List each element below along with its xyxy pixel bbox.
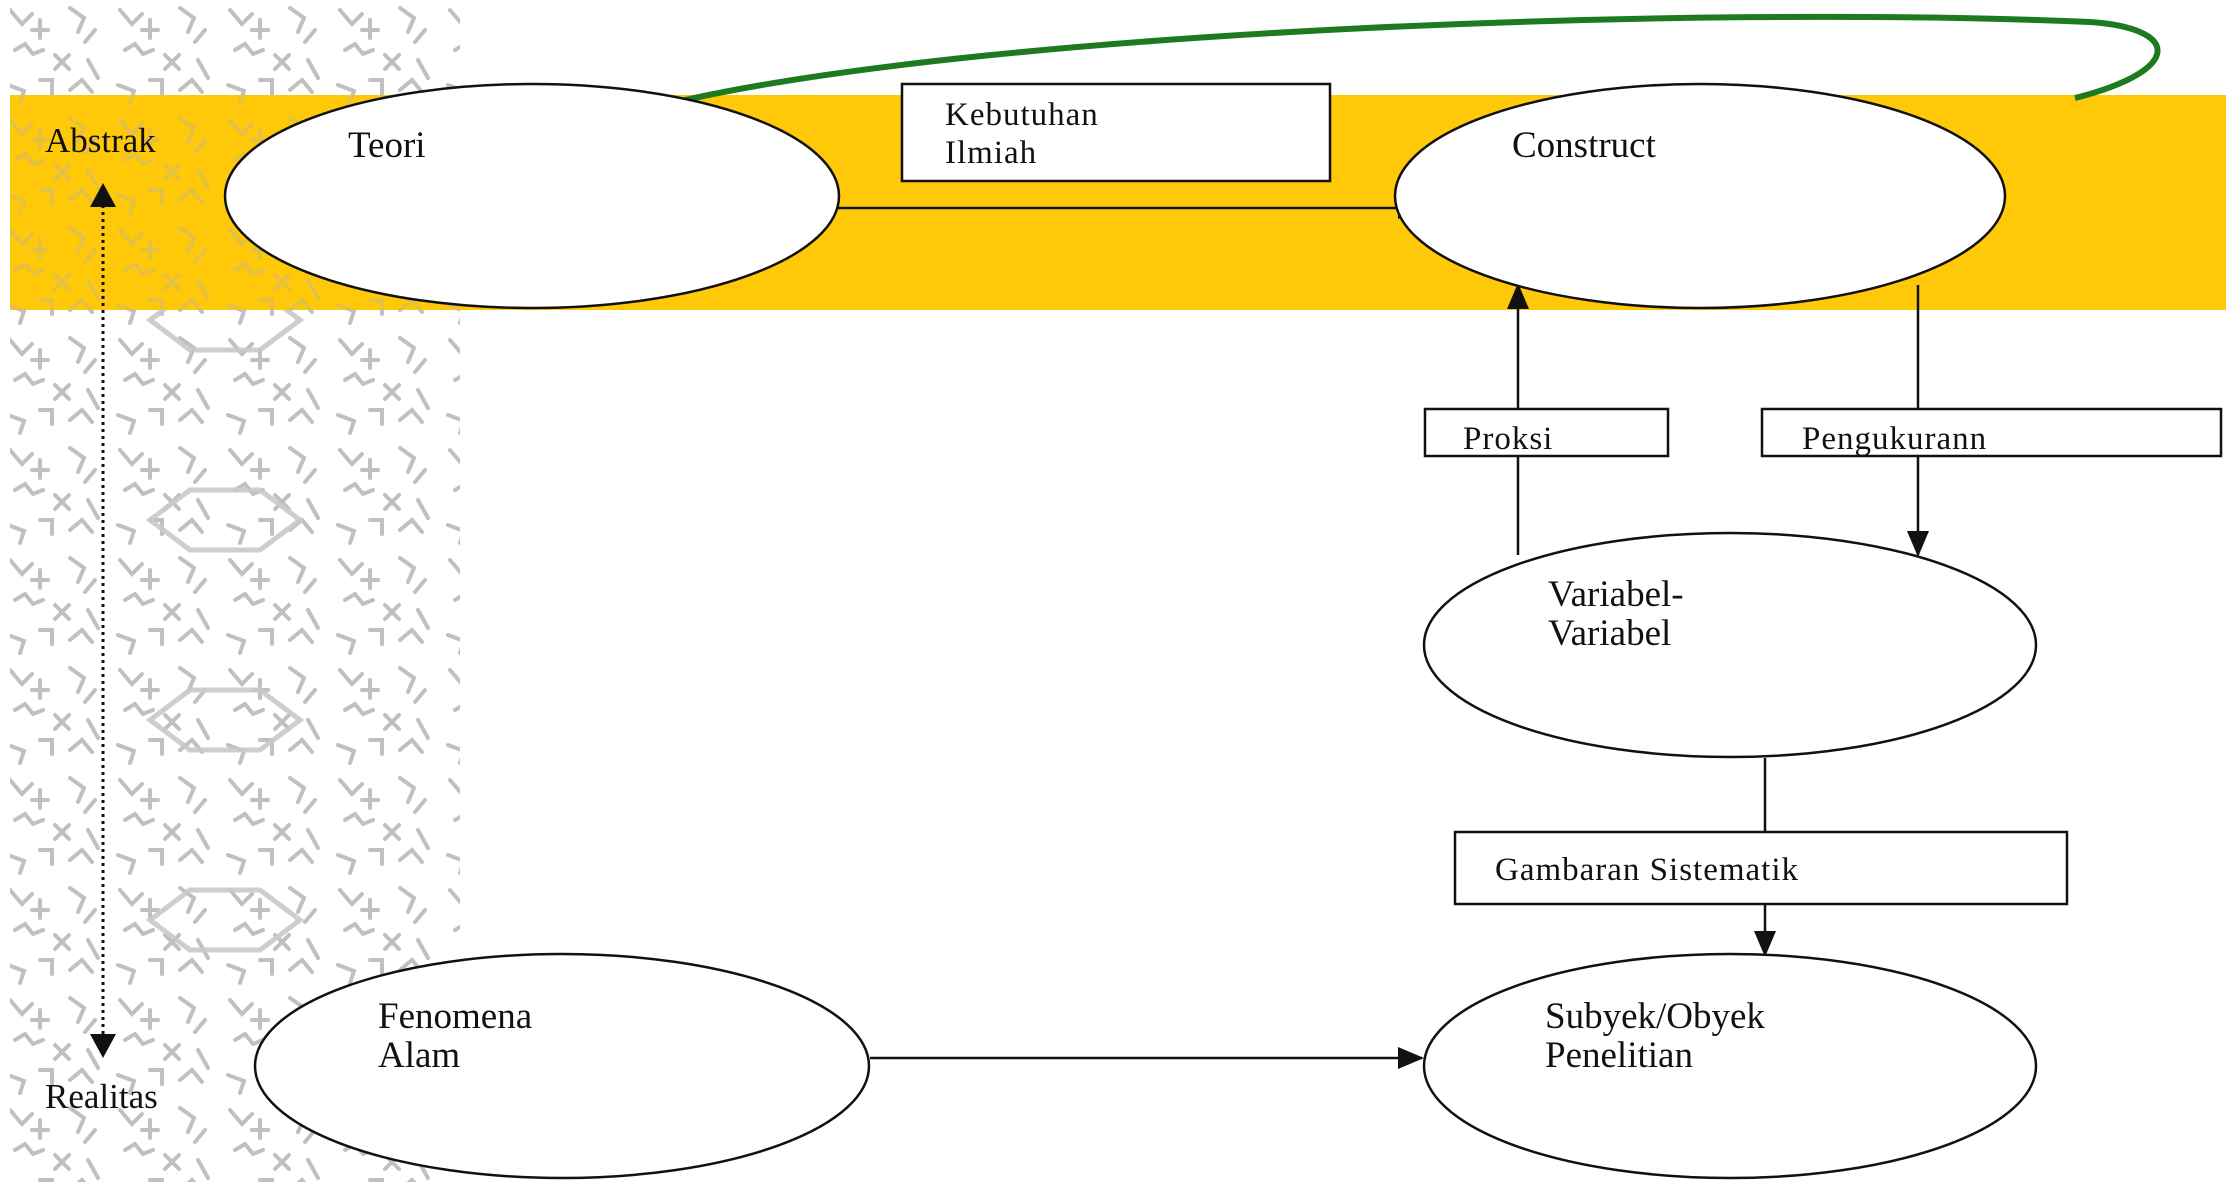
edge-label-gambaran-text: Gambaran Sistematik [1495, 852, 1799, 888]
edge-label-kebutuhan: Kebutuhan Ilmiah [900, 82, 1332, 183]
feedback-curve [684, 13, 2161, 103]
edge-label-pengukuran-text: Pengukurann [1802, 421, 1987, 457]
node-subyek-line2: Penelitian [1545, 1035, 1693, 1076]
axis-arrow-down-icon [90, 1034, 116, 1058]
edge-label-kebutuhan-line1: Kebutuhan [945, 97, 1099, 133]
node-teori: Teori [223, 82, 841, 310]
label-realitas: Realitas [45, 1077, 158, 1116]
node-fenomena-line1: Fenomena [378, 996, 532, 1037]
axis-arrow-up-icon [90, 183, 116, 207]
node-subyek: Subyek/Obyek Penelitian [1422, 952, 2038, 1180]
node-construct-label: Construct [1512, 125, 1657, 166]
node-teori-label: Teori [348, 125, 426, 166]
edge-label-proksi-text: Proksi [1463, 421, 1553, 457]
edge-label-kebutuhan-line2: Ilmiah [945, 135, 1037, 171]
node-fenomena: Fenomena Alam [253, 952, 871, 1180]
edge-label-proksi: Proksi [1423, 407, 1670, 458]
node-fenomena-line2: Alam [378, 1035, 460, 1076]
node-variabel-line2: Variabel [1548, 613, 1671, 654]
node-subyek-line1: Subyek/Obyek [1545, 996, 1765, 1037]
label-abstrak: Abstrak [45, 121, 156, 160]
edge-label-pengukuran: Pengukurann [1760, 407, 2223, 458]
node-variabel: Variabel- Variabel [1422, 531, 2038, 759]
node-construct: Construct [1393, 82, 2007, 310]
node-variabel-line1: Variabel- [1548, 574, 1684, 615]
edge-label-gambaran: Gambaran Sistematik [1453, 830, 2069, 906]
